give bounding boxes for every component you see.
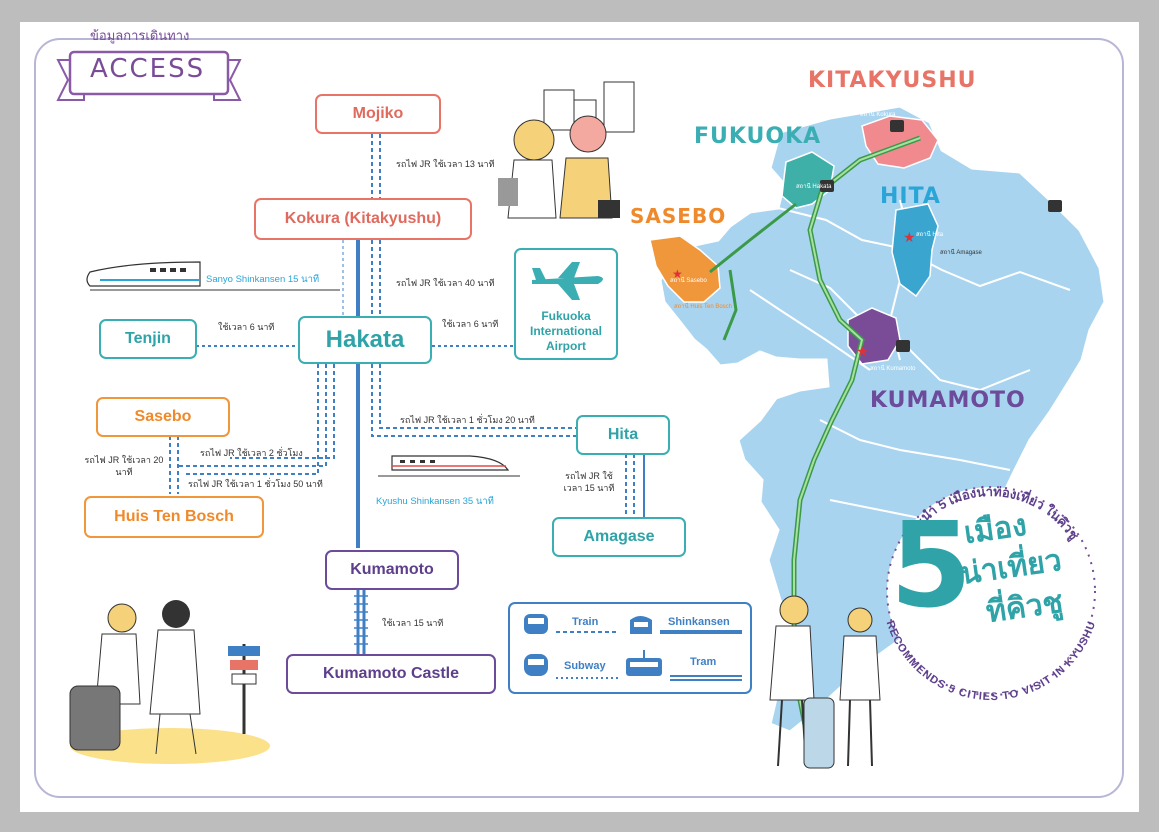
map-tag-huis: สถานี Huis Ten Bosch [674,304,733,310]
map-tag-hakata: สถานี Hakata [796,184,832,190]
legend-subway-label: Subway [564,660,606,672]
airplane-icon [532,262,603,300]
map-tag-hita: สถานี Hita [916,232,944,238]
route-sasebo: รถไฟ JR ใช้เวลา 2 ชั่วโมง [200,448,303,458]
station-tenjin[interactable]: Tenjin [99,319,197,359]
tram-icon [626,650,662,676]
route-kokura-hakata: รถไฟ JR ใช้เวลา 40 นาที [396,278,495,288]
map-tag-mojiko: สถานี Mojiko [926,118,960,124]
legend-box: Train Shinkansen Subway Tram [508,602,752,694]
sasebo-region [649,235,721,303]
svg-text:★: ★ [856,343,869,359]
station-sasebo[interactable]: Sasebo [96,397,230,437]
legend-shinkansen-label: Shinkansen [668,616,730,628]
route-sanyo-shinkansen: Sanyo Shinkansen 15 นาที [206,274,320,285]
shinkansen-icon [630,616,652,634]
station-airport[interactable]: Fukuoka International Airport [514,248,618,360]
route-huis: รถไฟ JR ใช้เวลา 1 ชั่วโมง 50 นาที [188,479,323,489]
access-title: ACCESS [90,54,206,84]
map-label-kitakyushu: KITAKYUSHU [808,68,977,93]
map-tag-amagase: สถานี Amagase [940,250,982,256]
map-tag-kumamoto: สถานี Kumamoto [870,366,916,372]
station-mojiko[interactable]: Mojiko [315,94,441,134]
station-hakata[interactable]: Hakata [298,316,432,364]
station-huis-ten-bosch[interactable]: Huis Ten Bosch [84,496,264,538]
map-label-fukuoka: FUKUOKA [694,124,822,149]
legend-icons [524,614,742,681]
station-amagase[interactable]: Amagase [552,517,686,557]
travelers-illustration-right [769,595,881,769]
route-sasebo-huis: รถไฟ JR ใช้เวลา 20 นาที [84,455,164,477]
signpost-icon [228,644,260,734]
kyushu-map: ★ ★ ★ [649,104,1107,734]
kyushu-shinkansen-icon [378,455,520,477]
map-label-hita: HITA [880,184,941,209]
legend-train-label: Train [572,616,599,628]
station-kumamoto[interactable]: Kumamoto [325,550,459,590]
route-hita-amagase: รถไฟ JR ใช้เวลา 15 นาที [563,471,615,493]
hita-region [891,203,939,298]
route-hita: รถไฟ JR ใช้เวลา 1 ชั่วโมง 20 นาที [400,415,535,425]
travelers-illustration-left [69,600,270,764]
station-kokura[interactable]: Kokura (Kitakyushu) [254,198,472,240]
route-airport: ใช้เวลา 6 นาที [442,319,499,329]
train-icon [524,614,548,634]
tourists-illustration-top [498,81,635,219]
badge-number: 5 [890,496,973,634]
map-tag-sasebo: สถานี Sasebo [670,278,707,284]
kitakyushu-region [861,115,939,169]
access-subtitle: ข้อมูลการเดินทาง [90,28,190,43]
svg-text:★: ★ [903,229,916,245]
route-tenjin: ใช้เวลา 6 นาที [218,322,275,332]
five-cities-badge: แนะนำ 5 เมืองน่าท่องเที่ยว ในคิวชู RECOM… [884,484,1098,703]
map-label-kumamoto: KUMAMOTO [870,388,1026,413]
station-hita[interactable]: Hita [576,415,670,455]
svg-text:★: ★ [672,267,683,281]
station-kumamoto-castle[interactable]: Kumamoto Castle [286,654,496,694]
sanyo-shinkansen-icon [86,261,340,291]
legend-tram-label: Tram [690,656,717,668]
route-castle: ใช้เวลา 15 นาที [382,618,444,628]
access-banner [56,50,242,101]
route-mojiko-kokura: รถไฟ JR ใช้เวลา 13 นาที [396,159,495,169]
map-label-sasebo: SASEBO [630,204,727,228]
subway-icon [524,654,548,676]
map-tag-kokura: สถานี Kokura [860,112,896,118]
route-kyushu-shinkansen: Kyushu Shinkansen 35 นาที [376,496,494,507]
